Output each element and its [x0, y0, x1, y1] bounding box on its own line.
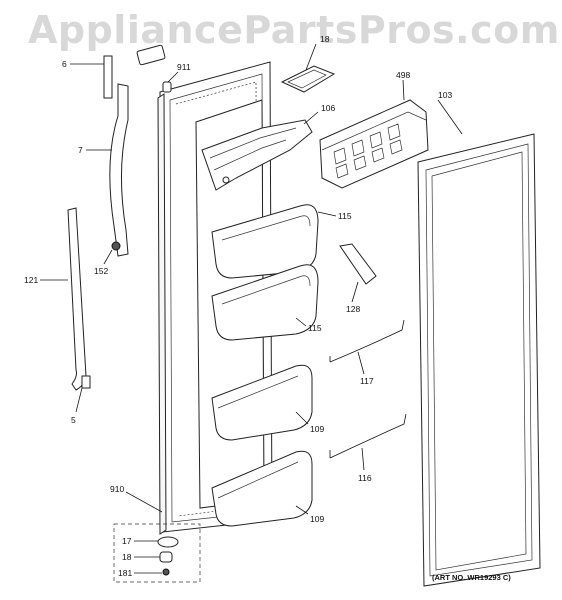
- callout-103: 103: [438, 90, 452, 100]
- part-109-bin-lower: [211, 450, 313, 527]
- callout-116: 116: [358, 473, 372, 483]
- part-109-bin-upper: [211, 364, 313, 441]
- part-911-cap: [162, 81, 172, 93]
- hinge-kit-box: [113, 523, 201, 583]
- part-128: [339, 243, 377, 285]
- callout-115-b: 115: [308, 323, 322, 333]
- callout-910: 910: [110, 484, 124, 494]
- callout-109-a: 109: [310, 424, 324, 434]
- part-116-bar: [329, 413, 407, 459]
- dispenser-housing: [201, 119, 313, 191]
- part-117-bar: [329, 319, 405, 363]
- callout-152: 152: [94, 266, 108, 276]
- part-18-bushing: [159, 551, 173, 563]
- leader-lines: [40, 43, 463, 574]
- part-498-rack: [319, 99, 429, 189]
- callout-498: 498: [396, 70, 410, 80]
- callout-128: 128: [346, 304, 360, 314]
- callout-5: 5: [71, 415, 76, 425]
- callout-117: 117: [360, 376, 374, 386]
- callout-121: 121: [24, 275, 38, 285]
- callout-labels: 6 7 121 152 5 911 18 498 103 106 115 115…: [24, 34, 452, 578]
- watermark: AppliancePartsPros.com: [28, 8, 560, 52]
- cap-part: [136, 44, 166, 66]
- part-103-gasket: [417, 133, 541, 587]
- callout-115-a: 115: [338, 211, 352, 221]
- part-181-screw: [162, 568, 170, 576]
- part-18-tray: [280, 65, 336, 93]
- callout-109-b: 109: [310, 514, 324, 524]
- art-number: (ART NO. WR19293 C): [432, 573, 511, 582]
- callout-181: 181: [118, 568, 132, 578]
- callout-106: 106: [321, 103, 335, 113]
- callout-911: 911: [177, 62, 191, 72]
- callout-6: 6: [62, 59, 67, 69]
- part-5-clip: [81, 375, 91, 389]
- callout-7: 7: [78, 145, 83, 155]
- part-17-hinge: [157, 536, 179, 548]
- part-7-handle: [109, 83, 129, 257]
- part-121-trim: [67, 207, 87, 391]
- part-152-screw: [111, 241, 121, 251]
- part-115-shelf-lower: [211, 264, 319, 341]
- callout-18-top: 18: [320, 34, 330, 44]
- callout-18-bottom: 18: [122, 552, 132, 562]
- callout-17: 17: [122, 536, 132, 546]
- part-6: [103, 55, 113, 99]
